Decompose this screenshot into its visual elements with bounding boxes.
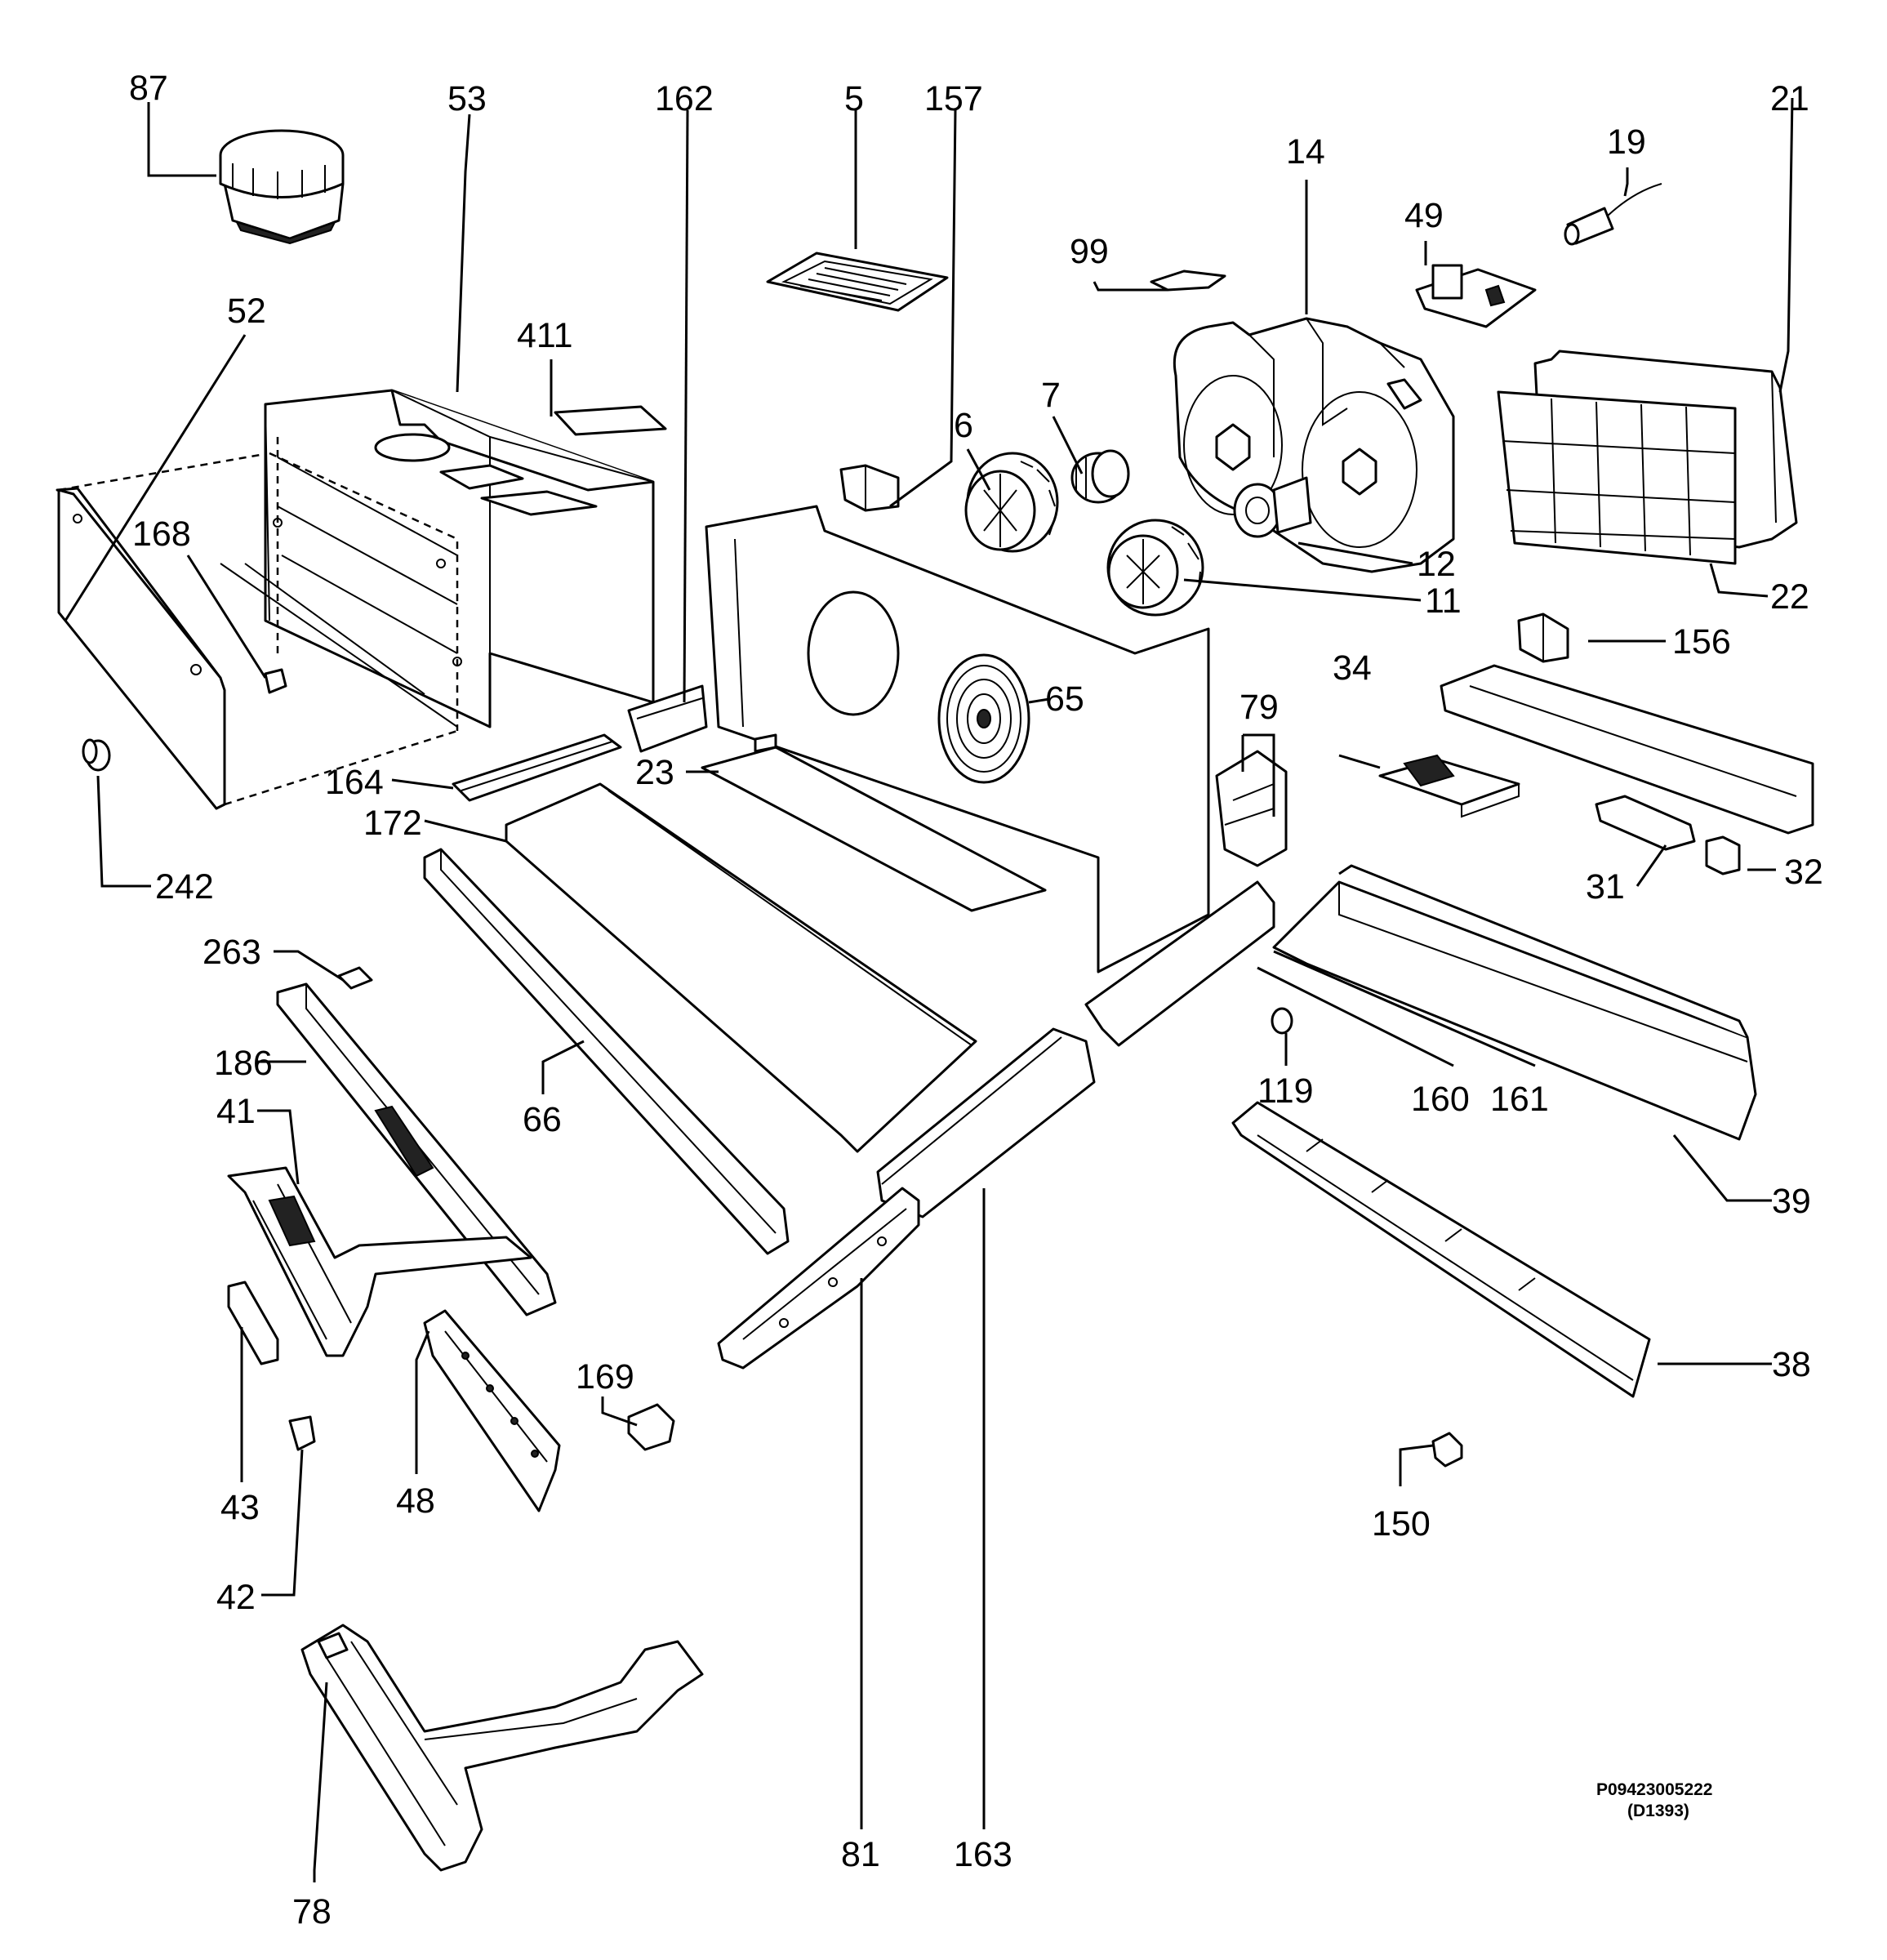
label-49: 49	[1404, 196, 1444, 235]
label-42: 42	[216, 1578, 256, 1617]
part-12-motor	[1233, 476, 1312, 538]
part-242-knob	[82, 738, 111, 772]
label-41: 41	[216, 1092, 256, 1131]
part-411-plate	[554, 405, 667, 436]
part-156-bracket	[1517, 612, 1569, 663]
label-150: 150	[1372, 1504, 1431, 1544]
label-6: 6	[954, 406, 973, 445]
part-42-part	[288, 1415, 316, 1451]
label-11: 11	[1425, 581, 1462, 621]
part-164-channel	[452, 733, 622, 802]
label-23: 23	[635, 753, 674, 792]
diagram-code-sub: (D1393)	[1627, 1802, 1689, 1820]
part-87-duct-adapter	[219, 129, 345, 245]
part-6-fan-wheel	[964, 452, 1059, 553]
part-11-fan-wheel	[1106, 519, 1204, 617]
part-66-bar	[423, 848, 790, 1255]
label-38: 38	[1772, 1345, 1811, 1384]
part-38-glass-panel	[1231, 1101, 1651, 1398]
label-19: 19	[1607, 122, 1646, 162]
label-161: 161	[1490, 1080, 1549, 1119]
label-31: 31	[1586, 867, 1625, 906]
label-52: 52	[227, 292, 266, 331]
part-150-clip	[1431, 1432, 1463, 1468]
label-39: 39	[1772, 1182, 1811, 1221]
part-163-rail	[876, 1027, 1096, 1218]
label-164: 164	[325, 763, 384, 802]
label-65: 65	[1045, 679, 1084, 719]
label-7: 7	[1041, 376, 1061, 415]
part-top-right-frame	[1440, 664, 1814, 835]
label-263: 263	[202, 933, 261, 972]
label-48: 48	[396, 1481, 435, 1521]
part-162-rail	[627, 684, 708, 753]
part-labels: 87 53 162 5 157 14 19 21 49 99 52 411 7 …	[129, 69, 1823, 1931]
label-242: 242	[155, 867, 214, 906]
label-53: 53	[447, 79, 487, 118]
part-81-slide-rail	[717, 1187, 920, 1370]
label-34: 34	[1333, 648, 1372, 688]
part-157-bracket	[839, 464, 900, 512]
label-163: 163	[954, 1835, 1012, 1874]
label-32: 32	[1784, 853, 1823, 892]
label-79: 79	[1239, 688, 1279, 727]
label-43: 43	[220, 1488, 260, 1527]
part-7-motor	[1070, 449, 1130, 504]
part-53-housing	[220, 389, 655, 731]
label-21: 21	[1770, 79, 1809, 118]
part-65-fan-grille	[937, 653, 1030, 784]
leader-lines	[64, 97, 1794, 1882]
label-14: 14	[1286, 132, 1325, 172]
label-87: 87	[129, 69, 168, 108]
label-186: 186	[214, 1044, 273, 1083]
part-78-handle	[300, 1624, 704, 1872]
label-78: 78	[292, 1892, 332, 1931]
label-12: 12	[1417, 545, 1456, 584]
label-66: 66	[523, 1100, 562, 1139]
part-263-clip	[337, 966, 373, 990]
label-81: 81	[841, 1835, 880, 1874]
label-157: 157	[924, 79, 983, 118]
part-169-clip	[627, 1403, 675, 1451]
part-99-plate	[1150, 270, 1226, 292]
part-22-filter	[1497, 390, 1737, 565]
part-168-clip	[264, 668, 287, 694]
label-162: 162	[655, 79, 714, 118]
label-411: 411	[517, 316, 573, 355]
label-168: 168	[132, 514, 191, 554]
label-99: 99	[1070, 232, 1109, 271]
label-22: 22	[1770, 577, 1809, 617]
label-169: 169	[576, 1357, 634, 1396]
label-119: 119	[1257, 1071, 1314, 1111]
part-32-connector	[1705, 835, 1741, 875]
part-41-handle-bracket	[227, 1166, 532, 1357]
part-43-part	[227, 1281, 279, 1365]
part-79-switch	[1215, 750, 1288, 867]
label-5: 5	[844, 79, 864, 118]
part-119-knob	[1271, 1007, 1293, 1035]
label-156: 156	[1672, 622, 1731, 662]
part-34-transformer	[1378, 754, 1520, 818]
label-172: 172	[363, 804, 422, 843]
part-39-frame	[1272, 864, 1757, 1141]
part-14-fan-housing	[1173, 317, 1455, 573]
part-side-rail	[1084, 880, 1275, 1047]
label-160: 160	[1411, 1080, 1470, 1119]
part-31-terminal	[1595, 795, 1696, 851]
part-19-lamp	[1564, 183, 1662, 246]
diagram-code: P09423005222	[1596, 1780, 1712, 1799]
part-186-bar	[276, 982, 557, 1316]
part-5-grille	[766, 252, 949, 312]
part-49-board	[1415, 264, 1537, 328]
part-48-control-strip	[423, 1309, 561, 1512]
